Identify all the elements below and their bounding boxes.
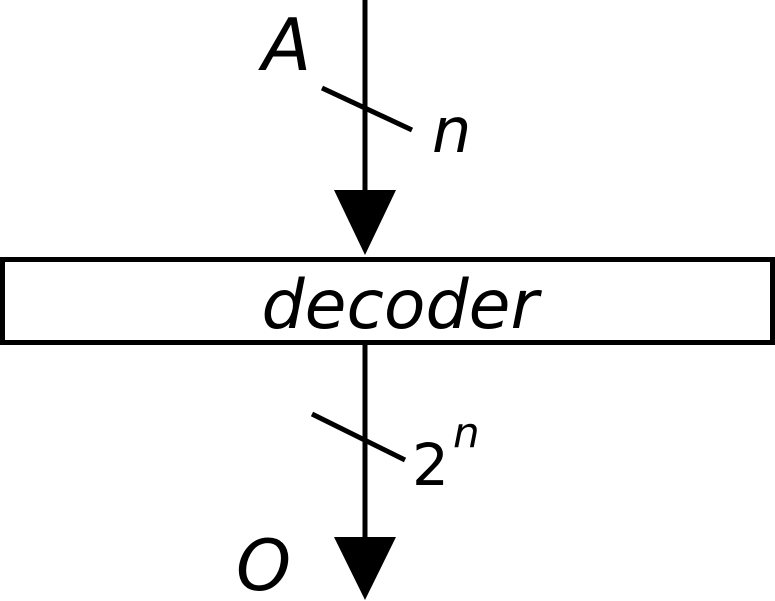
decoder-label: decoder [262, 266, 543, 345]
input-width-label: n [432, 94, 471, 167]
input-bus-slash [320, 85, 414, 133]
output-bus-slash [310, 411, 407, 463]
decoder-block [0, 257, 775, 345]
input-arrowhead [334, 190, 396, 255]
output-width-exponent: n [453, 408, 480, 457]
output-width-base: 2 [412, 431, 449, 499]
output-label: O [236, 525, 291, 601]
input-label: A [258, 3, 311, 87]
output-arrowhead [334, 537, 396, 600]
